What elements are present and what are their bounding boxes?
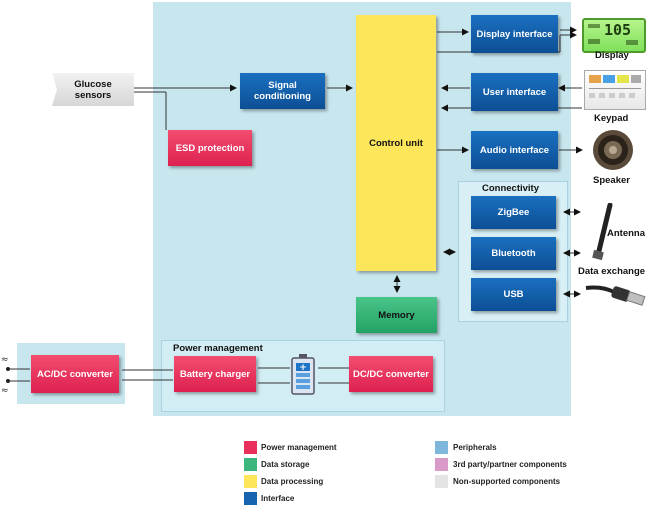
control-unit-block: Control unit [356,15,436,271]
svg-text:≈: ≈ [1,386,9,396]
acdc-converter-block: AC/DC converter [31,355,119,393]
lcd-reading: 105 [604,21,632,39]
display-interface-block: Display interface [471,15,558,53]
speaker-icon [593,130,633,170]
usb-block: USB [471,278,556,311]
dcdc-converter-label: DC/DC converter [352,368,430,380]
audio-interface-label: Audio interface [479,144,550,156]
connectivity-title: Connectivity [482,183,540,194]
legend-swatch-power-management [244,441,257,454]
glucose-sensors-block: Glucose sensors [52,73,134,106]
legend-label-data-processing: Data processing [261,477,324,486]
legend-label-data-storage: Data storage [261,460,310,469]
zigbee-label: ZigBee [497,207,530,218]
keypad-icon [584,70,646,110]
power-management-title: Power management [173,343,263,354]
dcdc-converter-block: DC/DC converter [349,356,433,392]
acdc-converter-label: AC/DC converter [36,368,114,380]
bluetooth-block: Bluetooth [471,237,556,270]
battery-charger-block: Battery charger [174,356,256,392]
user-interface-block: User interface [471,73,558,111]
battery-charger-label: Battery charger [179,368,251,380]
battery-icon: + [291,354,315,395]
legend-label-power-management: Power management [261,443,337,452]
antenna-caption: Antenna [607,228,645,239]
display-interface-label: Display interface [476,28,553,40]
legend-swatch-third-party [435,458,448,471]
antenna-icon [592,203,613,261]
usb-cable-icon [585,285,646,306]
speaker-caption: Speaker [593,175,630,186]
control-unit-label: Control unit [369,137,423,149]
user-interface-label: User interface [482,86,547,98]
memory-label: Memory [378,309,415,321]
esd-protection-label: ESD protection [175,142,245,154]
svg-text:≈: ≈ [1,355,9,365]
legend-label-third-party: 3rd party/partner components [453,460,567,469]
lcd-display-icon: 105 [582,18,646,53]
esd-protection-block: ESD protection [168,130,252,166]
usb-label: USB [503,289,524,300]
legend-swatch-peripherals [435,441,448,454]
glucose-sensors-label: Glucose sensors [74,78,112,101]
bluetooth-label: Bluetooth [491,248,536,259]
signal-conditioning-label: Signal conditioning [254,80,311,102]
data-exchange-caption: Data exchange [578,266,646,277]
legend-swatch-interface [244,492,257,505]
svg-text:+: + [299,363,307,373]
display-caption: Display [595,50,629,61]
legend-swatch-data-storage [244,458,257,471]
keypad-caption: Keypad [594,113,629,124]
legend-label-non-supported: Non-supported components [453,477,561,486]
zigbee-block: ZigBee [471,196,556,229]
signal-conditioning-block: Signal conditioning [240,73,325,109]
audio-interface-block: Audio interface [471,131,558,169]
legend-label-interface: Interface [261,494,295,503]
memory-block: Memory [356,297,437,333]
legend-label-peripherals: Peripherals [453,443,497,452]
legend-swatch-non-supported [435,475,448,488]
legend-swatch-data-processing [244,475,257,488]
